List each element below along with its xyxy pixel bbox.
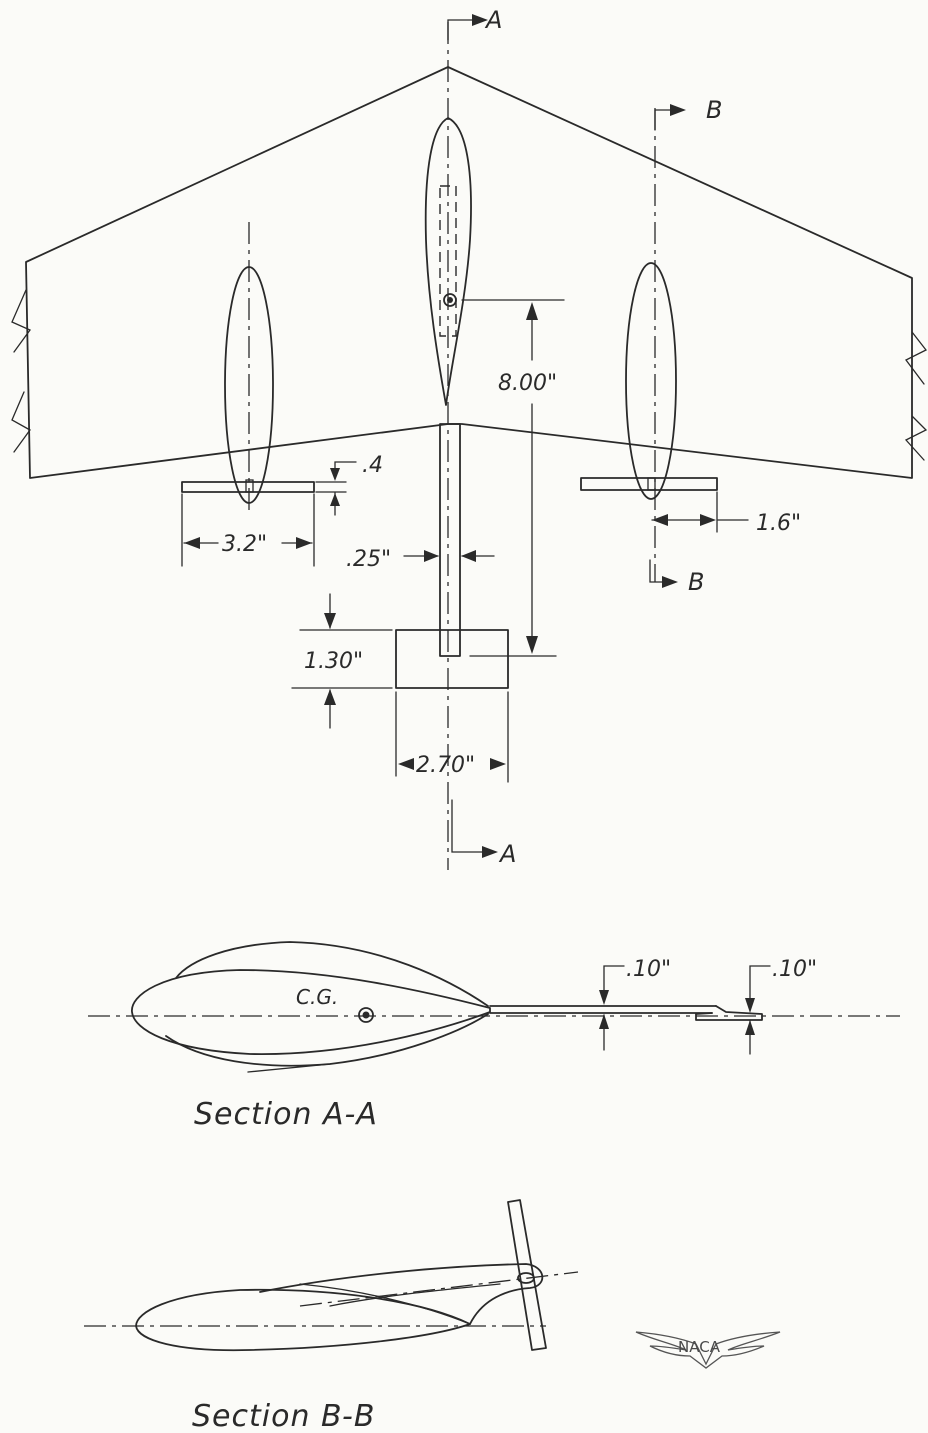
dim-fin-offset-label: 1.6" bbox=[756, 511, 801, 536]
dim-fin-thickness: .4 bbox=[315, 453, 383, 516]
left-nacelle-pin bbox=[245, 479, 254, 493]
dim-body-width-label: 2.70" bbox=[416, 753, 475, 778]
section-aa-cg-dot bbox=[362, 1011, 370, 1019]
right-break-line bbox=[904, 331, 928, 461]
section-bb-pylon bbox=[259, 1263, 544, 1325]
right-nacelle-pin bbox=[647, 477, 656, 491]
naca-logo-text: NACA bbox=[678, 1338, 721, 1356]
section-bb-view: Section B-B bbox=[84, 1199, 579, 1433]
dim-boom-width: .25" bbox=[346, 547, 495, 572]
tail-body bbox=[395, 629, 509, 689]
left-fin bbox=[181, 481, 315, 493]
section-aa-title: Section A-A bbox=[194, 1097, 378, 1132]
cg-marker bbox=[443, 293, 457, 307]
section-a-top-label: A bbox=[484, 6, 502, 34]
section-aa-dim-left-label: .10" bbox=[626, 957, 671, 982]
section-aa-upper-canopy bbox=[175, 941, 489, 1007]
section-aa-dim-left: .10" bbox=[599, 957, 671, 1051]
section-aa-tail-plate bbox=[695, 1005, 763, 1021]
dim-fin-offset: 1.6" bbox=[651, 491, 801, 536]
dim-boom-width-label: .25" bbox=[346, 547, 391, 572]
dim-body-width: 2.70" bbox=[395, 691, 509, 783]
naca-logo: NACA bbox=[635, 1331, 781, 1369]
section-bb-fin bbox=[507, 1199, 547, 1351]
section-b-bottom-label: B bbox=[688, 568, 704, 596]
section-aa-cg-label: C.G. bbox=[296, 985, 338, 1009]
left-break-line bbox=[11, 289, 31, 453]
section-b-bottom-mark: B bbox=[649, 559, 704, 596]
section-bb-title: Section B-B bbox=[192, 1399, 375, 1433]
section-a-bottom-mark: A bbox=[451, 799, 516, 868]
section-bb-nacelle bbox=[135, 1288, 471, 1352]
dim-body-length-label: 1.30" bbox=[304, 649, 363, 674]
section-a-bottom-label: A bbox=[498, 840, 516, 868]
dim-fin-span: 3.2" bbox=[181, 493, 315, 567]
cg-dot bbox=[447, 297, 453, 303]
right-fin bbox=[580, 477, 718, 491]
planform-view: A A B B 8.00" bbox=[11, 6, 928, 870]
wing-outline bbox=[25, 66, 913, 479]
center-nacelle bbox=[424, 117, 472, 406]
dim-8-00-label: 8.00" bbox=[498, 371, 557, 396]
section-aa-inner-body bbox=[131, 969, 491, 1055]
section-aa-dim-right: .10" bbox=[745, 957, 817, 1055]
section-bb-thrust-line bbox=[299, 1271, 579, 1307]
tail-boom bbox=[439, 423, 461, 657]
right-nacelle bbox=[625, 262, 677, 500]
section-bb-hub bbox=[517, 1272, 535, 1284]
dim-fin-thickness-label: .4 bbox=[362, 453, 383, 478]
section-bb-cross-brace bbox=[299, 1283, 501, 1325]
section-aa-lower-fairing bbox=[165, 1013, 489, 1067]
dim-body-length: 1.30" bbox=[291, 593, 393, 729]
section-aa-view: C.G. .10" .10" Section A-A bbox=[88, 941, 900, 1132]
section-aa-cg-marker bbox=[358, 1007, 374, 1023]
section-a-top-mark: A bbox=[447, 6, 502, 41]
section-b-top-mark: B bbox=[654, 96, 722, 131]
dim-8-00: 8.00" bbox=[461, 299, 565, 657]
dim-fin-span-label: 3.2" bbox=[222, 532, 267, 557]
section-b-top-label: B bbox=[706, 96, 722, 124]
section-aa-dim-right-label: .10" bbox=[772, 957, 817, 982]
section-aa-lower-tail bbox=[247, 1063, 331, 1073]
